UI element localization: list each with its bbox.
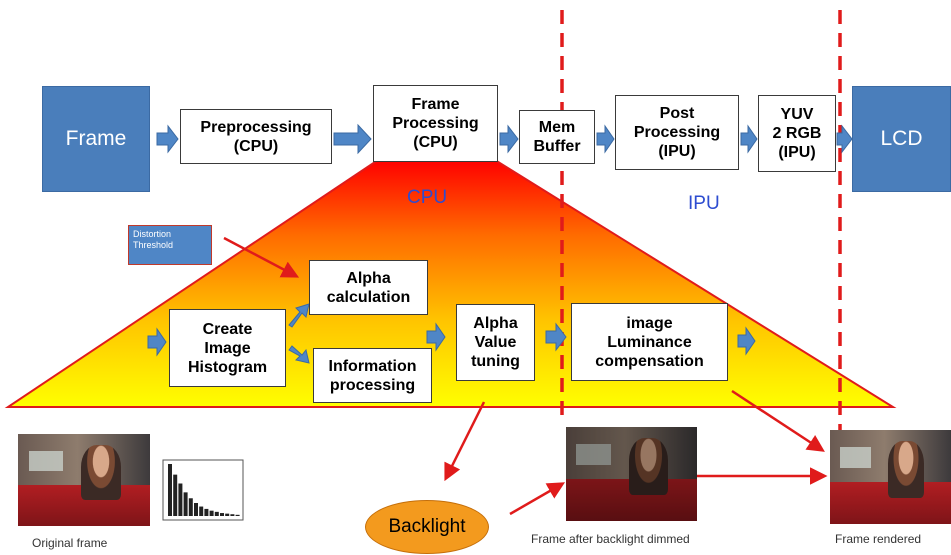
- histogram-bar: [209, 510, 214, 516]
- histogram-bar: [168, 464, 172, 516]
- arrow-tuning-to-backlight: [444, 401, 486, 482]
- histogram-bar: [183, 492, 188, 516]
- flow-arrow-to-alpha-tuning: [426, 322, 446, 352]
- mem-buffer-box: Mem Buffer: [519, 110, 595, 164]
- rendered-frame-caption: Frame rendered: [835, 532, 922, 546]
- histogram-bar: [214, 511, 219, 516]
- arrow-backlight-to-dimmed: [509, 482, 566, 516]
- dimmed-frame-caption: Frame after backlight dimmed: [531, 532, 690, 546]
- histogram-chart: [162, 459, 244, 521]
- rendered-frame-image: [830, 430, 951, 524]
- original-frame-image: [18, 434, 150, 526]
- flow-arrow-frame-processing-to-mem: [499, 124, 519, 154]
- cpu-label: CPU: [407, 187, 448, 208]
- arrow-luminance-to-rendered: [731, 389, 825, 452]
- preprocessing-box: Preprocessing (CPU): [180, 109, 332, 164]
- arrow-threshold-to-alpha-calc: [223, 236, 300, 278]
- flow-arrow-frame-to-preprocessing: [156, 124, 179, 154]
- alpha-calculation-box: Alpha calculation: [309, 260, 428, 315]
- histogram-bar: [194, 503, 198, 516]
- flow-arrow-into-histogram: [147, 327, 167, 357]
- flow-arrow-histogram-to-alpha-calc: [288, 303, 310, 328]
- histogram-bar: [220, 513, 224, 516]
- histogram-bar: [225, 513, 230, 516]
- flow-arrow-histogram-to-info: [288, 345, 310, 364]
- flow-arrow-preprocessing-to-frame-processing: [333, 123, 372, 155]
- original-frame-caption: Original frame: [32, 536, 108, 550]
- flow-arrow-to-luminance: [545, 322, 567, 352]
- flow-arrow-yuv-to-lcd: [836, 124, 853, 154]
- histogram-bar: [188, 498, 193, 516]
- histogram-bar: [199, 506, 204, 516]
- frame-processing-box: Frame Processing (CPU): [373, 85, 498, 162]
- ipu-label: IPU: [688, 193, 720, 214]
- flow-arrow-post-to-yuv: [740, 124, 758, 154]
- lcd-block: LCD: [852, 86, 951, 192]
- histogram-bar: [235, 514, 240, 516]
- histogram-bar: [230, 514, 235, 516]
- luminance-compensation-box: image Luminance compensation: [571, 303, 728, 381]
- histogram-bar: [178, 483, 183, 516]
- post-processing-box: Post Processing (IPU): [615, 95, 739, 170]
- histogram-bar: [173, 474, 178, 516]
- distortion-threshold-box: Distortion Threshold: [128, 225, 212, 265]
- flow-arrow-luminance-out: [737, 326, 756, 356]
- create-histogram-box: Create Image Histogram: [169, 309, 286, 387]
- flow-arrow-mem-to-post: [596, 124, 615, 154]
- information-processing-box: Information processing: [313, 348, 432, 403]
- frame-block: Frame: [42, 86, 150, 192]
- histogram-bar: [204, 508, 209, 516]
- alpha-value-tuning-box: Alpha Value tuning: [456, 304, 535, 381]
- backlight-ellipse: Backlight: [365, 500, 489, 554]
- cpu-region: [4, 159, 897, 408]
- dimmed-frame-image: [566, 427, 697, 521]
- yuv2rgb-box: YUV 2 RGB (IPU): [758, 95, 836, 172]
